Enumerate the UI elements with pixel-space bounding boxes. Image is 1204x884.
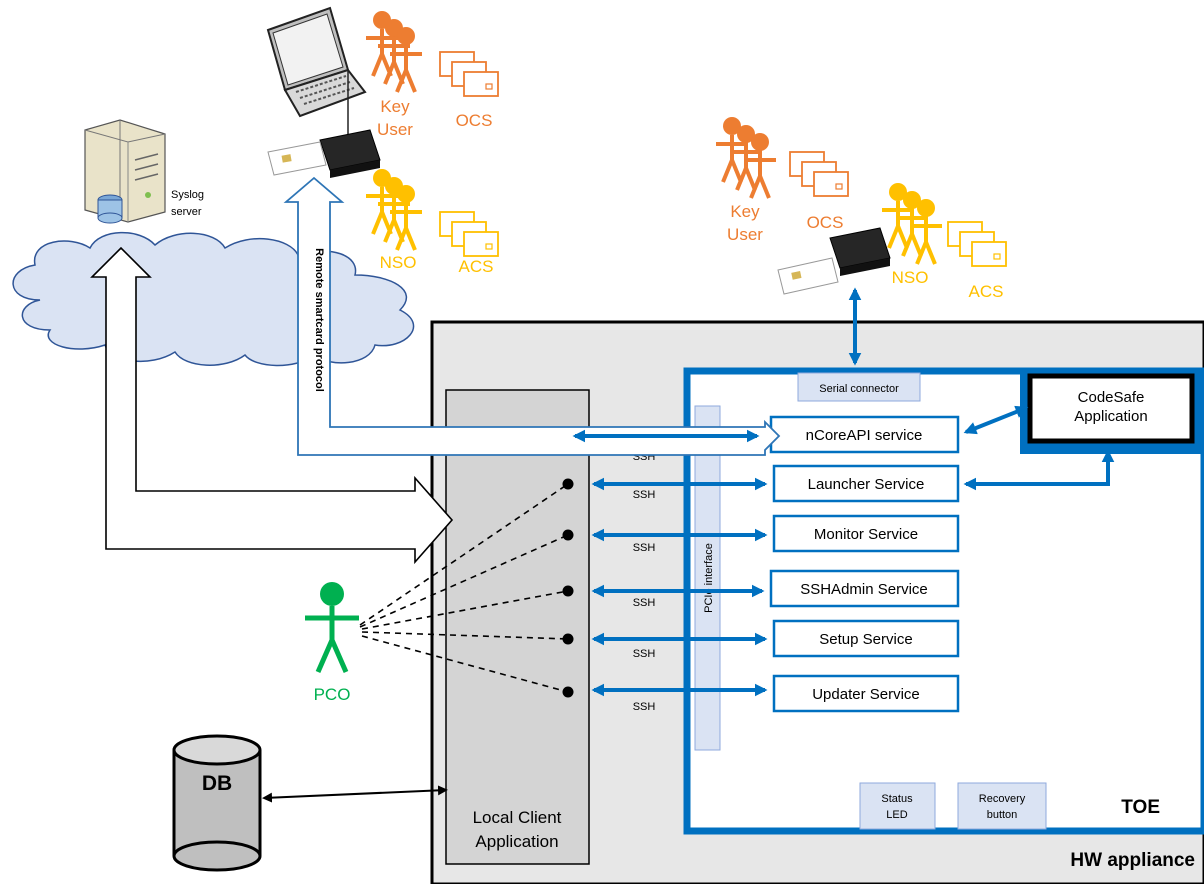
- person-icon: [882, 183, 914, 249]
- key-user-label: User: [377, 120, 413, 139]
- card-stack-icon: [439, 211, 499, 257]
- service-label: Launcher Service: [808, 476, 925, 493]
- service-box: [772, 674, 960, 713]
- nso-label: NSO: [892, 268, 929, 287]
- ssh-label: SSH: [633, 701, 656, 713]
- ssh-label: SSH: [633, 648, 656, 660]
- db-arrow: [262, 785, 448, 803]
- ssh-label: SSH: [633, 597, 656, 609]
- service-label: nCoreAPI service: [806, 427, 923, 444]
- ssh-label: SSH: [633, 542, 656, 554]
- key-user-label: Key: [380, 97, 410, 116]
- person-icon: [744, 133, 776, 199]
- service-box: [769, 415, 960, 454]
- serial-connector: [797, 372, 921, 402]
- remote-protocol-label: Remote smartcard protocol: [313, 248, 325, 392]
- key-user-label: Key: [730, 202, 760, 221]
- person-icon: [390, 27, 422, 93]
- codesafe-label: CodeSafe: [1078, 389, 1145, 406]
- service-label: Updater Service: [812, 686, 920, 703]
- card-stack-icon: [789, 151, 849, 197]
- cloud-icon: [12, 231, 415, 367]
- pco-dashed-lines: [359, 483, 569, 693]
- server-icon: [84, 119, 166, 224]
- smartcard-reader-icon: [267, 129, 381, 178]
- smartcard-reader-icon: [777, 227, 891, 295]
- status-led-label: LED: [886, 809, 907, 821]
- laptop-icon: [266, 6, 367, 140]
- local-client-app-box: [445, 389, 590, 865]
- remote-protocol-arrow: [283, 176, 781, 456]
- service-label: SSHAdmin Service: [800, 581, 928, 598]
- people-icons: [366, 11, 942, 265]
- ssh-label: SSH: [633, 489, 656, 501]
- card-stacks: [439, 51, 1007, 267]
- recovery-label: button: [987, 809, 1018, 821]
- recovery-label: Recovery: [979, 793, 1026, 805]
- syslog-label: server: [171, 206, 202, 218]
- service-box: [769, 569, 960, 608]
- syslog-label: Syslog: [171, 189, 204, 201]
- recovery-button: [957, 782, 1047, 830]
- acs-label: ACS: [459, 257, 494, 276]
- person-icon: [716, 117, 748, 183]
- service-box: [772, 514, 960, 553]
- service-box: [772, 464, 960, 503]
- card-stack-icon: [439, 51, 499, 97]
- toe-label: TOE: [1121, 797, 1160, 818]
- codesafe-label: Application: [1074, 408, 1147, 425]
- key-user-label: User: [727, 225, 763, 244]
- nso-label: NSO: [380, 253, 417, 272]
- person-icon: [896, 191, 928, 257]
- codesafe-box: [1027, 373, 1195, 444]
- status-led-label: Status: [881, 793, 913, 805]
- acs-label: ACS: [969, 282, 1004, 301]
- status-led: [859, 782, 936, 830]
- person-icon: [730, 125, 762, 191]
- service-label: Setup Service: [819, 631, 912, 648]
- ocs-label: OCS: [456, 111, 493, 130]
- service-box: [772, 619, 960, 658]
- ocs-label: OCS: [807, 213, 844, 232]
- serial-connector-label: Serial connector: [819, 383, 899, 395]
- person-icon: [305, 582, 359, 674]
- pcie-label: PCIe interface: [703, 543, 715, 613]
- pco-label: PCO: [314, 685, 351, 704]
- local-client-label: Local Client: [473, 808, 562, 827]
- local-client-label: Application: [475, 832, 558, 851]
- hw-appliance-label: HW appliance: [1070, 850, 1195, 871]
- person-icon: [390, 185, 422, 251]
- database-icon: [172, 734, 262, 872]
- card-stack-icon: [947, 221, 1007, 267]
- db-label: DB: [202, 772, 232, 795]
- service-label: Monitor Service: [814, 526, 918, 543]
- syslog-arrow: [90, 246, 454, 565]
- person-icon: [910, 199, 942, 265]
